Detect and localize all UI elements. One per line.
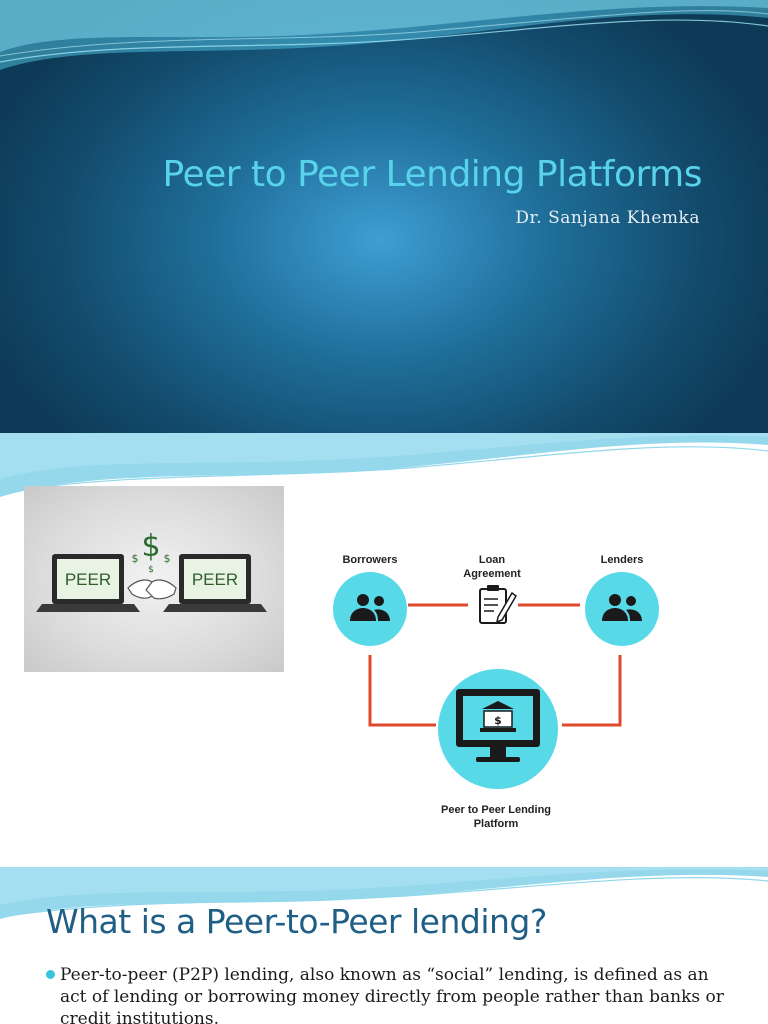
borrowers-circle bbox=[333, 572, 407, 646]
loan-agreement-label: Loan Agreement bbox=[463, 554, 521, 580]
connector-borrowers-platform bbox=[368, 655, 436, 727]
handshake-icon bbox=[127, 579, 177, 600]
bullet-dot-icon bbox=[46, 970, 55, 979]
wave-decoration bbox=[0, 0, 768, 70]
peer-left-label: PEER bbox=[65, 570, 111, 589]
bullet-text: Peer-to-peer (P2P) lending, also known a… bbox=[60, 965, 724, 1024]
slide-subtitle: Dr. Sanjana Khemka bbox=[515, 208, 700, 228]
connector-lenders-platform bbox=[562, 655, 622, 727]
laptop-icon bbox=[163, 554, 267, 612]
definition-slide: What is a Peer-to-Peer lending? Peer-to-… bbox=[0, 867, 768, 1024]
peer-handshake-image: PEER PEER $ $ $ $ bbox=[24, 486, 284, 672]
bullet-item: Peer-to-peer (P2P) lending, also known a… bbox=[46, 964, 736, 1024]
wave-decoration bbox=[0, 867, 768, 919]
slide-title: What is a Peer-to-Peer lending? bbox=[46, 902, 547, 941]
dollar-icon: $ bbox=[164, 552, 171, 565]
document-pen-icon bbox=[479, 585, 517, 624]
dollar-icon: $ bbox=[132, 552, 139, 565]
users-icon bbox=[602, 594, 642, 621]
borrowers-label: Borrowers bbox=[342, 554, 398, 566]
diagram-slide: PEER PEER $ $ $ $ bbox=[0, 433, 768, 867]
monitor-bank-icon bbox=[456, 689, 540, 762]
platform-label: Peer to Peer Lending Platform bbox=[440, 804, 552, 830]
wave-decoration bbox=[0, 433, 768, 497]
title-slide: Peer to Peer Lending Platforms Dr. Sanja… bbox=[0, 0, 768, 433]
dollar-icon: $ bbox=[148, 565, 154, 575]
users-icon bbox=[350, 594, 390, 621]
lenders-circle bbox=[585, 572, 659, 646]
dollar-icon: $ bbox=[141, 529, 160, 564]
bank-dollar-icon: $ bbox=[494, 714, 502, 727]
slide-title: Peer to Peer Lending Platforms bbox=[162, 154, 703, 195]
laptop-icon bbox=[36, 554, 140, 612]
lenders-label: Lenders bbox=[600, 554, 644, 566]
peer-right-label: PEER bbox=[192, 570, 238, 589]
p2p-lending-diagram: $ Borrowers Loan Agreement Lenders Peer … bbox=[318, 537, 698, 837]
